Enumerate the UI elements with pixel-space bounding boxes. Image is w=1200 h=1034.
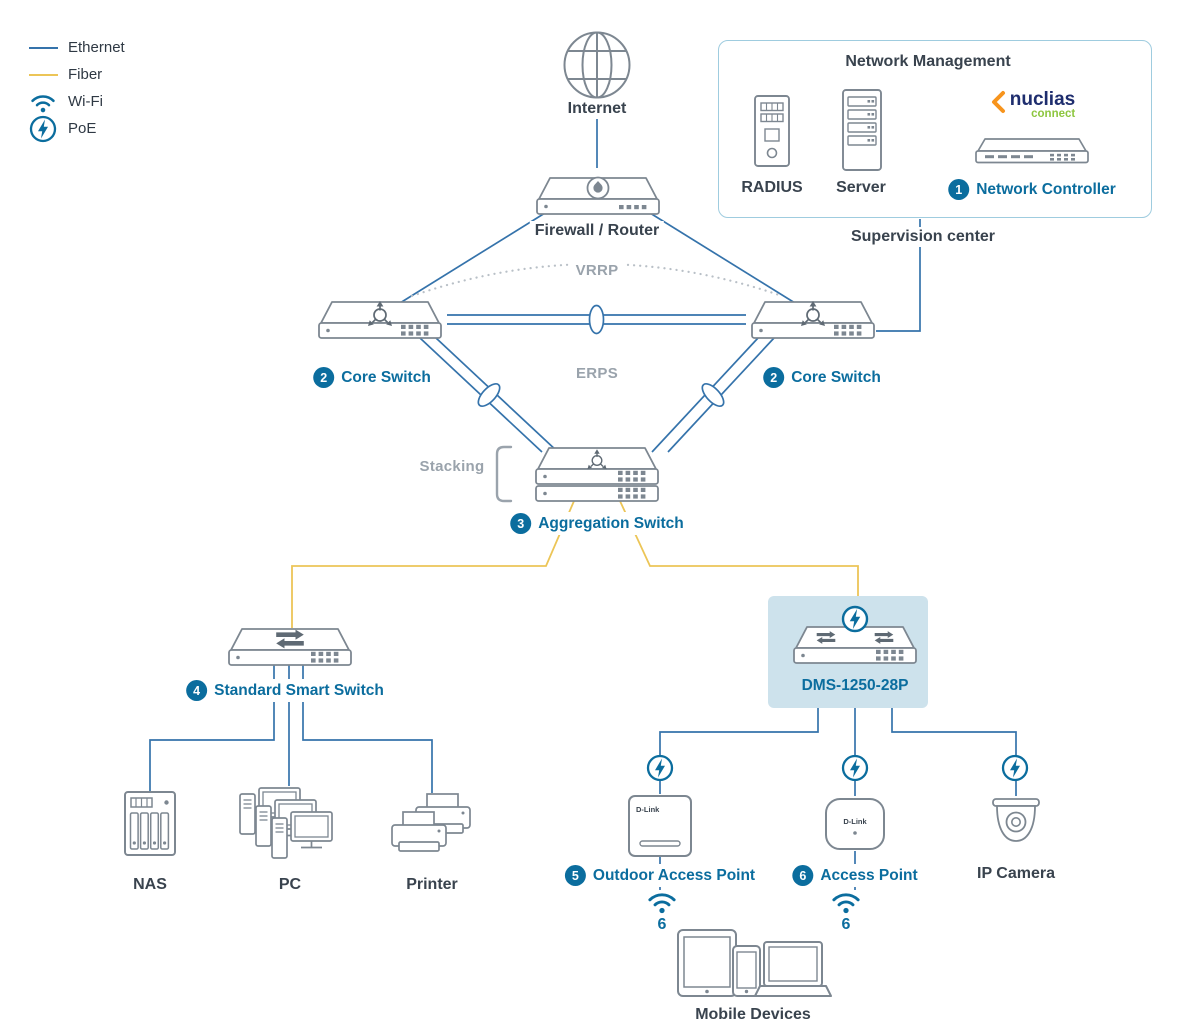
firewall-router-icon xyxy=(533,168,663,223)
dms-poe-switch-icon xyxy=(785,604,925,673)
nas-icon xyxy=(115,790,185,863)
nuclias-chevron-icon xyxy=(991,91,1005,113)
poe-icon xyxy=(1000,753,1030,788)
step-badge-2b: 2 xyxy=(763,367,785,388)
poe-icon xyxy=(840,753,870,788)
internet-label: Internet xyxy=(562,99,632,119)
link-aggregation-ovals xyxy=(477,304,725,408)
printer-label: Printer xyxy=(401,875,463,895)
radius-server-icon xyxy=(750,94,794,175)
legend-fiber-label: Fiber xyxy=(68,66,103,83)
ethernet-line-swatch xyxy=(28,46,58,49)
fiber-line-swatch xyxy=(28,73,58,76)
mobile-devices-icon xyxy=(676,926,832,1007)
internet-globe-icon xyxy=(560,28,634,107)
mobile-devices-label: Mobile Devices xyxy=(690,1005,816,1025)
wifi6-icon: 6 xyxy=(644,890,680,937)
standard-smart-switch-label: 4 Standard Smart Switch xyxy=(181,679,389,702)
core-switch-right-icon xyxy=(748,292,878,347)
legend-poe-label: PoE xyxy=(68,120,97,137)
dms-switch-label: DMS-1250-28P xyxy=(801,677,909,694)
erps-label: ERPS xyxy=(570,364,624,383)
step-badge-3: 3 xyxy=(510,513,532,534)
step-badge-4: 4 xyxy=(186,680,208,701)
legend-ethernet-label: Ethernet xyxy=(68,39,125,56)
core-switch-left-icon xyxy=(315,292,445,347)
step-badge-6: 6 xyxy=(792,865,814,886)
poe-icon xyxy=(645,753,675,788)
wifi6-icon: 6 xyxy=(828,890,864,937)
pc-label: PC xyxy=(273,875,307,895)
printer-group-icon xyxy=(388,792,474,863)
outdoor-access-point-label: 5 Outdoor Access Point xyxy=(559,864,761,887)
legend-fiber: Fiber xyxy=(28,61,125,88)
ip-camera-icon xyxy=(988,796,1044,859)
nuclias-brand-sub: connect xyxy=(1031,108,1076,120)
legend-wifi-label: Wi-Fi xyxy=(68,93,103,110)
legend-poe: PoE xyxy=(28,115,125,142)
svg-text:D-Link: D-Link xyxy=(843,817,867,826)
firewall-label: Firewall / Router xyxy=(529,221,665,241)
network-management-title: Network Management xyxy=(840,52,1016,72)
supervision-center-label: Supervision center xyxy=(845,227,1001,247)
radius-label: RADIUS xyxy=(736,178,808,198)
pc-group-icon xyxy=(238,786,338,869)
ip-camera-label: IP Camera xyxy=(972,864,1060,884)
svg-text:D-Link: D-Link xyxy=(636,805,660,814)
step-badge-2: 2 xyxy=(313,367,335,388)
aggregation-switch-icon xyxy=(522,442,672,513)
network-controller-icon xyxy=(972,134,1092,171)
legend-ethernet: Ethernet xyxy=(28,34,125,61)
nuclias-logo: nuclias connect xyxy=(955,90,1109,120)
step-badge-1: 1 xyxy=(948,179,970,200)
aggregation-switch-label: 3 Aggregation Switch xyxy=(505,512,689,535)
network-controller-label: 1 Network Controller xyxy=(943,178,1121,201)
core-switch-right-label: 2 Core Switch xyxy=(758,366,886,389)
svg-text:6: 6 xyxy=(842,916,851,932)
core-switch-left-label: 2 Core Switch xyxy=(308,366,436,389)
legend-wifi: Wi-Fi xyxy=(28,88,125,115)
legend: Ethernet Fiber Wi-Fi PoE xyxy=(28,34,125,142)
outdoor-access-point-icon: D-Link xyxy=(627,794,693,863)
vrrp-label: VRRP xyxy=(570,261,624,280)
stacking-label: Stacking xyxy=(414,457,490,476)
access-point-label: 6 Access Point xyxy=(787,864,923,887)
poe-icon xyxy=(29,115,57,143)
access-point-icon: D-Link xyxy=(824,796,886,857)
nas-label: NAS xyxy=(128,875,172,895)
server-label: Server xyxy=(831,178,891,198)
nuclias-brand-name: nuclias xyxy=(1009,89,1076,110)
wifi-icon xyxy=(31,94,55,113)
svg-text:6: 6 xyxy=(658,916,667,932)
standard-smart-switch-icon xyxy=(220,618,360,675)
step-badge-5: 5 xyxy=(564,865,586,886)
server-rack-icon xyxy=(838,88,886,179)
stacking-bracket xyxy=(494,444,514,509)
